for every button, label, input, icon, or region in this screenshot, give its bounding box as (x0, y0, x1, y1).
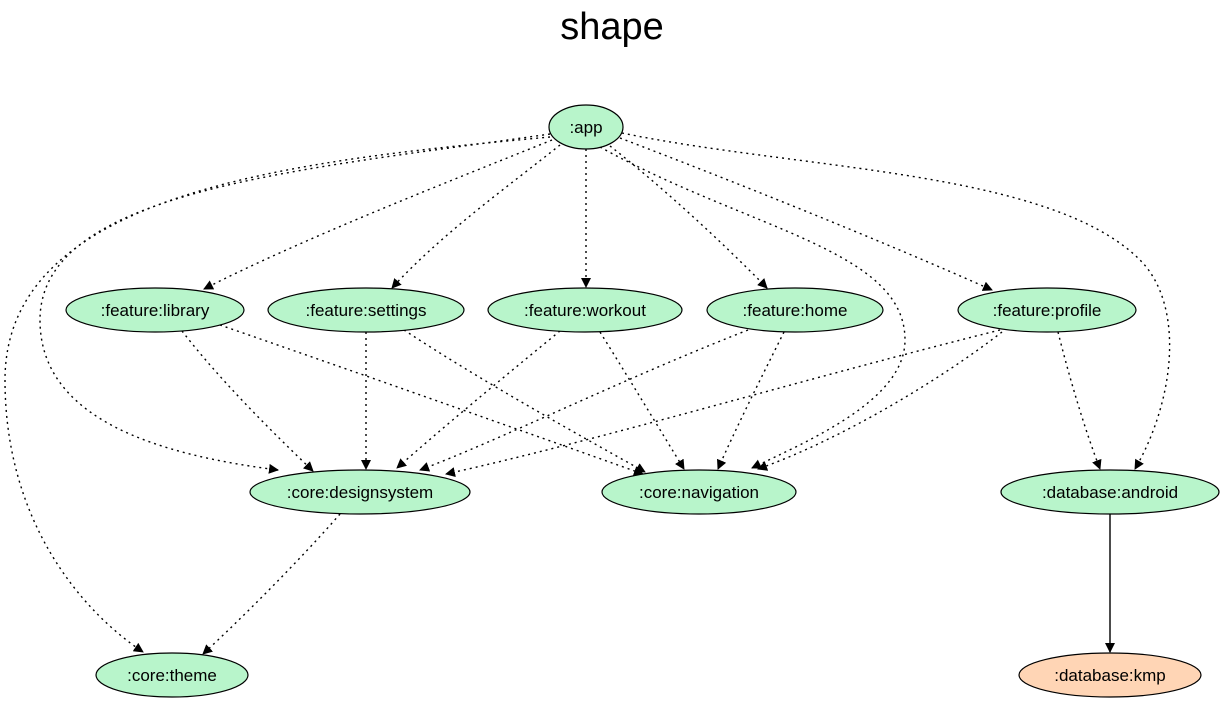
node-label: :feature:workout (524, 301, 646, 320)
node-ellipse (1018, 652, 1202, 698)
node-database-android: :database:android (1000, 469, 1220, 515)
node-database-kmp: :database:kmp (1018, 652, 1202, 698)
node-label: :feature:library (101, 301, 210, 320)
edge-feature-profile-to-core-designsystem (445, 329, 1001, 477)
edge-feature-workout-to-core-navigation (599, 331, 685, 470)
graph-title: shape (560, 6, 664, 48)
node-ellipse (601, 469, 797, 515)
node-label: :database:android (1042, 483, 1178, 502)
node-ellipse (1000, 469, 1220, 515)
edge-app-to-core-theme (4, 136, 551, 653)
node-ellipse (267, 287, 465, 333)
edge-feature-profile-to-database-android (1057, 331, 1102, 470)
edge-core-designsystem-to-core-theme (202, 513, 341, 655)
node-feature-library: :feature:library (65, 287, 245, 333)
edge-feature-home-to-core-navigation (717, 331, 785, 470)
node-ellipse (65, 287, 245, 333)
node-core-designsystem: :core:designsystem (249, 469, 471, 515)
node-core-theme: :core:theme (95, 652, 249, 698)
edge-app-to-feature-library (203, 139, 553, 290)
node-label: :feature:profile (993, 301, 1102, 320)
node-label: :feature:settings (306, 301, 427, 320)
nodes-layer: :app :feature:library :feature:settings :fe… (65, 104, 1220, 698)
node-ellipse (548, 104, 624, 150)
node-label: :core:designsystem (287, 483, 433, 502)
edge-app-to-database-android (621, 132, 1171, 470)
node-label: :core:theme (127, 666, 217, 685)
edge-app-to-feature-profile (619, 137, 993, 291)
edges-layer (4, 132, 1171, 655)
edge-app-to-core-designsystem (39, 133, 551, 474)
node-label: :database:kmp (1054, 666, 1166, 685)
node-label: :feature:home (743, 301, 848, 320)
node-label: :core:navigation (639, 483, 759, 502)
edge-app-to-feature-home (609, 145, 768, 289)
edge-feature-library-to-core-navigation (219, 324, 644, 476)
node-core-navigation: :core:navigation (601, 469, 797, 515)
node-label: :app (569, 118, 602, 137)
node-feature-home: :feature:home (706, 287, 884, 333)
node-feature-profile: :feature:profile (957, 287, 1137, 333)
node-ellipse (957, 287, 1137, 333)
node-ellipse (249, 469, 471, 515)
node-ellipse (95, 652, 249, 698)
edge-feature-profile-to-core-navigation (757, 331, 1003, 471)
node-ellipse (487, 287, 683, 333)
node-ellipse (706, 287, 884, 333)
node-feature-settings: :feature:settings (267, 287, 465, 333)
node-feature-workout: :feature:workout (487, 287, 683, 333)
edge-feature-home-to-core-designsystem (419, 329, 749, 472)
node-app: :app (548, 104, 624, 150)
edge-feature-settings-to-core-navigation (403, 329, 646, 473)
edge-feature-library-to-core-designsystem (181, 330, 314, 472)
edge-feature-workout-to-core-designsystem (396, 330, 561, 469)
edge-app-to-feature-settings (391, 144, 561, 289)
